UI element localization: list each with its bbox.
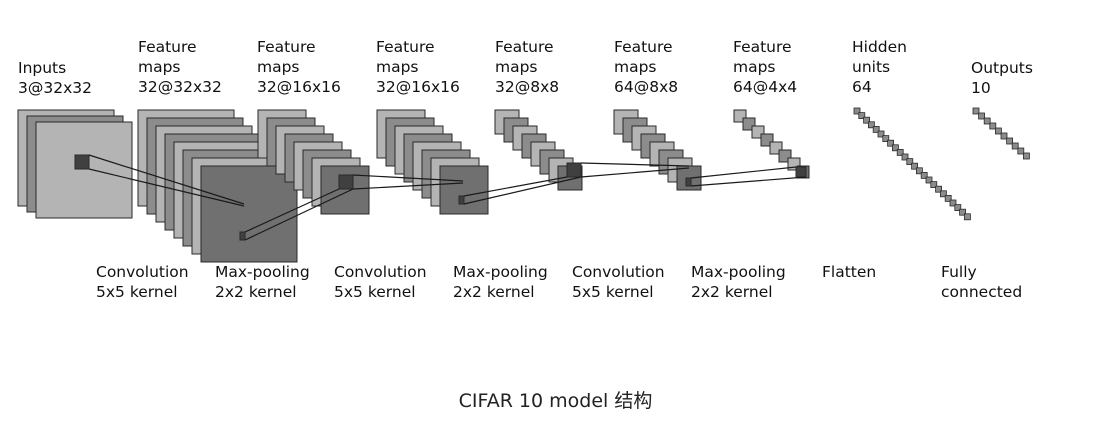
patch-inputs (74, 154, 90, 170)
patch-fm3-target (458, 195, 465, 205)
patch-fm2 (338, 174, 354, 190)
hidden-unit-22 (954, 204, 962, 212)
patch-fm4 (566, 162, 582, 178)
hidden-unit-3 (863, 116, 870, 124)
hidden-unit-6 (877, 130, 885, 138)
layer-label-fm3: Feature maps 32@16x16 (376, 38, 460, 96)
conn-pool3-b (690, 176, 807, 187)
outputs-unit-9 (1017, 147, 1025, 155)
hidden-unit-14 (916, 167, 923, 175)
hidden-unit-19 (940, 190, 947, 198)
hidden-unit-12 (906, 158, 914, 166)
patch-fm5-target (685, 177, 692, 187)
conn-conv1-a (88, 154, 245, 205)
hidden-unit-21 (949, 199, 957, 207)
hidden-unit-18 (935, 185, 942, 193)
outputs-unit-6 (1000, 132, 1008, 140)
hidden-unit-16 (925, 176, 933, 184)
hidden-unit-11 (901, 153, 909, 161)
outputs-unit-2 (978, 112, 985, 120)
hidden-unit-9 (892, 144, 899, 152)
patch-fm1-target (239, 231, 246, 241)
patch-fm6-target (795, 166, 807, 178)
hidden-unit-10 (896, 148, 904, 156)
op-label-pool1: Max-pooling 2x2 kernel (215, 263, 310, 301)
conn-pool1-b (244, 188, 354, 241)
layer-label-hidden: Hidden units 64 (852, 38, 907, 96)
inputs-map-3 (35, 121, 133, 219)
fm1-map-8 (200, 165, 298, 263)
hidden-unit-13 (911, 162, 918, 170)
hidden-unit-20 (944, 194, 952, 202)
fm2-map-8 (320, 165, 370, 215)
outputs-unit-10 (1023, 152, 1030, 160)
outputs-unit-8 (1011, 142, 1019, 150)
conn-pool3-a (690, 166, 797, 179)
conn-conv1-b (88, 168, 245, 207)
outputs-unit-1 (972, 107, 980, 115)
op-label-pool3: Max-pooling 2x2 kernel (691, 263, 786, 301)
hidden-unit-1 (853, 107, 861, 115)
op-label-flatten: Flatten (822, 263, 877, 281)
layer-label-fm5: Feature maps 64@8x8 (614, 38, 679, 96)
layer-label-outputs: Outputs 10 (971, 59, 1033, 97)
outputs-unit-3 (983, 117, 991, 125)
conn-pool2-b (463, 176, 582, 205)
outputs-unit-4 (989, 122, 997, 130)
fm3-map-8 (439, 165, 489, 215)
op-label-fc: Fully connected (941, 263, 1023, 301)
hidden-unit-23 (959, 208, 966, 216)
conn-conv2-a (352, 174, 464, 182)
hidden-unit-17 (930, 181, 938, 189)
conn-conv2-b (352, 182, 464, 190)
outputs-unit-5 (995, 127, 1002, 135)
layer-label-fm6: Feature maps 64@4x4 (733, 38, 798, 96)
op-label-conv1: Convolution 5x5 kernel (96, 263, 189, 301)
hidden-unit-7 (882, 135, 890, 143)
outputs-unit-7 (1006, 137, 1013, 145)
op-label-pool2: Max-pooling 2x2 kernel (453, 263, 548, 301)
layer-label-inputs: Inputs 3@32x32 (18, 59, 92, 97)
hidden-unit-2 (858, 112, 866, 119)
layer-label-fm1: Feature maps 32@32x32 (138, 38, 222, 96)
hidden-unit-8 (887, 139, 894, 147)
diagram-caption: CIFAR 10 model 结构 (458, 390, 653, 412)
hidden-unit-15 (920, 171, 928, 179)
hidden-unit-4 (868, 121, 875, 129)
conn-pool2-a (463, 176, 568, 197)
conn-conv3-b (580, 167, 690, 178)
conn-conv3-a (580, 162, 690, 167)
hidden-unit-5 (872, 126, 880, 133)
op-label-conv2: Convolution 5x5 kernel (334, 263, 427, 301)
conn-pool1-a (244, 188, 340, 233)
layer-label-fm4: Feature maps 32@8x8 (495, 38, 560, 96)
layer-label-fm2: Feature maps 32@16x16 (257, 38, 341, 96)
hidden-unit-24 (964, 213, 971, 221)
op-label-conv3: Convolution 5x5 kernel (572, 263, 665, 301)
